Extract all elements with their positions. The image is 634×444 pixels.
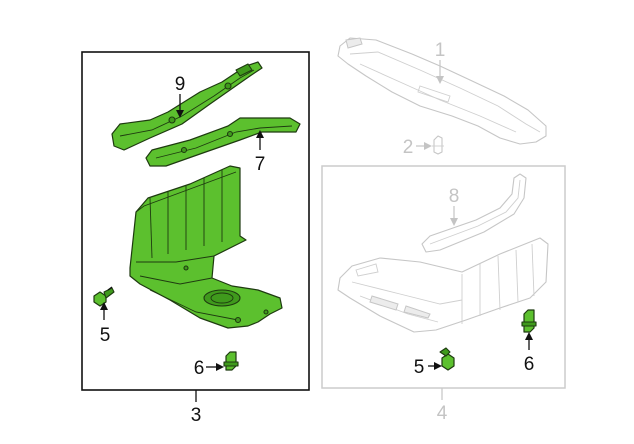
callout-7: 7: [255, 154, 266, 175]
callout-4: 4: [437, 403, 448, 424]
callout-9: 9: [175, 74, 186, 95]
part-6-clip-left[interactable]: [223, 351, 239, 371]
part-5-bolt-right[interactable]: [439, 347, 455, 371]
callout-1: 1: [435, 40, 446, 61]
callout-3: 3: [191, 405, 202, 426]
callout-8: 8: [449, 186, 460, 207]
faded-group-box: [321, 165, 566, 389]
callout-2: 2: [403, 137, 414, 158]
part-4-lower-shield[interactable]: [337, 237, 549, 333]
part-5-bolt-left[interactable]: [93, 286, 115, 307]
part-6-clip-right[interactable]: [521, 309, 537, 333]
leader-lines: [100, 60, 533, 402]
callout-5-right: 5: [414, 357, 425, 378]
part-8-bracket[interactable]: [421, 173, 527, 253]
part-9-rail[interactable]: [111, 61, 263, 151]
part-1-upper-panel[interactable]: [337, 37, 547, 145]
callout-6-right: 6: [524, 354, 535, 375]
callout-6-left: 6: [194, 358, 205, 379]
part-3-under-cover[interactable]: [129, 165, 283, 329]
part-2-clip[interactable]: [432, 135, 444, 155]
part-7-rail[interactable]: [145, 117, 301, 167]
callout-5-left: 5: [100, 325, 111, 346]
